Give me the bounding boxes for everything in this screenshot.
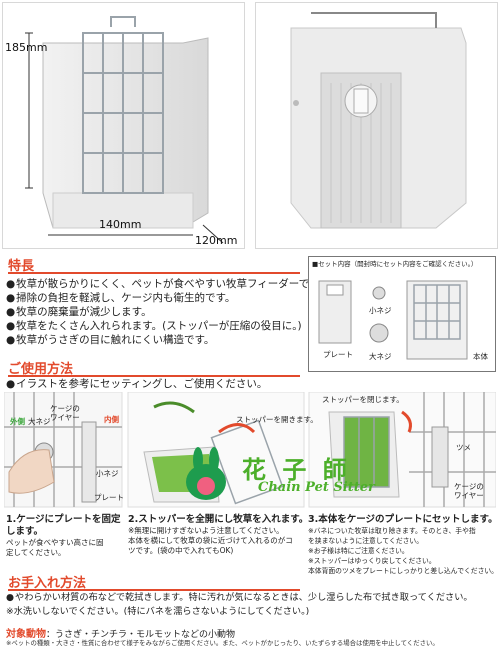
care-list: やわらかい材質の布などで乾拭きします。特に汚れが気になるときは、少し湿らした布で… — [6, 591, 473, 619]
target-title: 対象動物 — [6, 629, 46, 640]
step-3-note: ※ストッパーはゆっくり戻してください。 — [308, 557, 436, 565]
step-3-note: を挟まないように注意してください。 — [308, 537, 424, 545]
care-title: お手入れ方法 — [8, 576, 87, 591]
feature-item: 牧草をたくさん入れられます。(ストッパーが圧縮の役目に。) — [6, 319, 329, 333]
watermark-en: Chain Pet Sitter — [258, 480, 375, 495]
label-inside: 内側 — [104, 415, 119, 424]
label-close-stopper: ストッパーを閉じます。 — [322, 395, 404, 404]
dim-height: 185mm — [5, 41, 48, 54]
step-2-note: 本体を横にして牧草の袋に近づけて入れるのがコ — [128, 536, 293, 545]
step-3-note: ※バネについた牧草は取り除きます。そのとき、手や指 — [308, 527, 476, 535]
label-outside: 外側 — [10, 417, 25, 426]
label-plate-usage: プレート — [94, 493, 124, 502]
label-cage-wire: ケージの ワイヤー — [50, 404, 80, 422]
label-cage-wire-2: ケージの ワイヤー — [454, 482, 484, 500]
label-small-screw: 小ネジ — [369, 306, 392, 315]
features-title: 特長 — [8, 259, 35, 274]
label-large-screw: 大ネジ — [369, 352, 392, 361]
watermark-logo — [184, 446, 228, 506]
feature-item: 牧草がうさぎの目に触れにくい構造です。 — [6, 333, 329, 347]
label-open-stopper: ストッパーを開きます。 — [236, 415, 318, 424]
back-view-panel — [255, 2, 498, 249]
step-1: 1.ケージにプレートを固定します。 ペットが食べやすい高さに固 定してください。 — [6, 514, 126, 558]
label-body: 本体 — [473, 352, 488, 361]
step-3-note: ※お子様は特にご注意ください。 — [308, 547, 409, 555]
watermark-cn: 花 子 師 — [242, 455, 351, 484]
feeder-back-illustration — [290, 12, 467, 229]
usage-intro: イラストを参考にセッティングし、ご使用ください。 — [6, 377, 267, 391]
target-line: 対象動物：うさぎ・チンチラ・モルモットなどの小動物 — [6, 622, 235, 641]
usage-illustrations: 外側 大ネジ ケージの ワイヤー 内側 小ネジ プレート ストッパーを開きます。… — [4, 392, 496, 512]
usage-divider — [8, 375, 300, 377]
step-2: 2.ストッパーを全開にし牧草を入れます。 ※無理に開けすぎないよう注意してくださ… — [128, 514, 309, 556]
step-3-title: 3.本体をケージのプレートにセットします。 — [308, 514, 498, 525]
feeder-front-illustration — [25, 16, 224, 244]
feature-item: 牧草の廃棄量が減少します。 — [6, 305, 329, 319]
step-1-note: 定してください。 — [6, 548, 66, 557]
step-1-note: ペットが食べやすい高さに固 — [6, 538, 104, 547]
care-item: ※水洗いしないでください。(特にバネを濡らさないようにしてください。) — [6, 606, 310, 617]
step-3-note: 本体背面のツメをプレートにしっかりと差し込んでください。 — [308, 567, 498, 575]
care-item: やわらかい材質の布などで乾拭きします。特に汚れが気になるときは、少し湿らした布で… — [6, 591, 473, 605]
label-plate: プレート — [323, 350, 353, 359]
feature-item: 掃除の負担を軽減し、ケージ内も衛生的です。 — [6, 291, 329, 305]
step-2-note: ツです。(袋の中で入れてもOK) — [128, 546, 234, 555]
care-divider — [8, 589, 300, 591]
set-contents-box: ■セット内容（開封時にセット内容をご確認ください。） プレート 小ネジ 大ネジ … — [308, 256, 496, 372]
target-note: ※ペットの種類・大きさ・性質に合わせて様子をみながらご使用ください。また、ペット… — [6, 639, 439, 647]
set-contents-title: ■セット内容（開封時にセット内容をご確認ください。） — [312, 260, 478, 268]
set-contents-illustration — [318, 280, 468, 360]
step-1-title: 1.ケージにプレートを固定します。 — [6, 514, 121, 537]
dim-width: 140mm — [99, 218, 142, 231]
features-list: 牧草が散らかりにくく、ペットが食べやすい牧草フィーダーです。 掃除の負担を軽減し… — [6, 277, 329, 347]
usage-title: ご使用方法 — [8, 362, 74, 377]
target-text: ：うさぎ・チンチラ・モルモットなどの小動物 — [46, 630, 236, 640]
feature-item: 牧草が散らかりにくく、ペットが食べやすい牧草フィーダーです。 — [6, 277, 329, 291]
rabbit-icon — [186, 447, 226, 500]
step-2-title: 2.ストッパーを全開にし牧草を入れます。 — [128, 514, 309, 525]
label-small-screw-usage: 小ネジ — [96, 469, 119, 478]
label-large-screw-usage: 大ネジ — [28, 417, 51, 426]
step-2-note: ※無理に開けすぎないよう注意してください。 — [128, 526, 284, 535]
dim-depth: 120mm — [195, 234, 238, 247]
front-view-panel: 185mm 140mm 120mm — [2, 2, 245, 249]
step-3: 3.本体をケージのプレートにセットします。 ※バネについた牧草は取り除きます。そ… — [308, 514, 498, 576]
features-divider — [8, 272, 300, 274]
label-hook: ツメ — [456, 443, 471, 452]
